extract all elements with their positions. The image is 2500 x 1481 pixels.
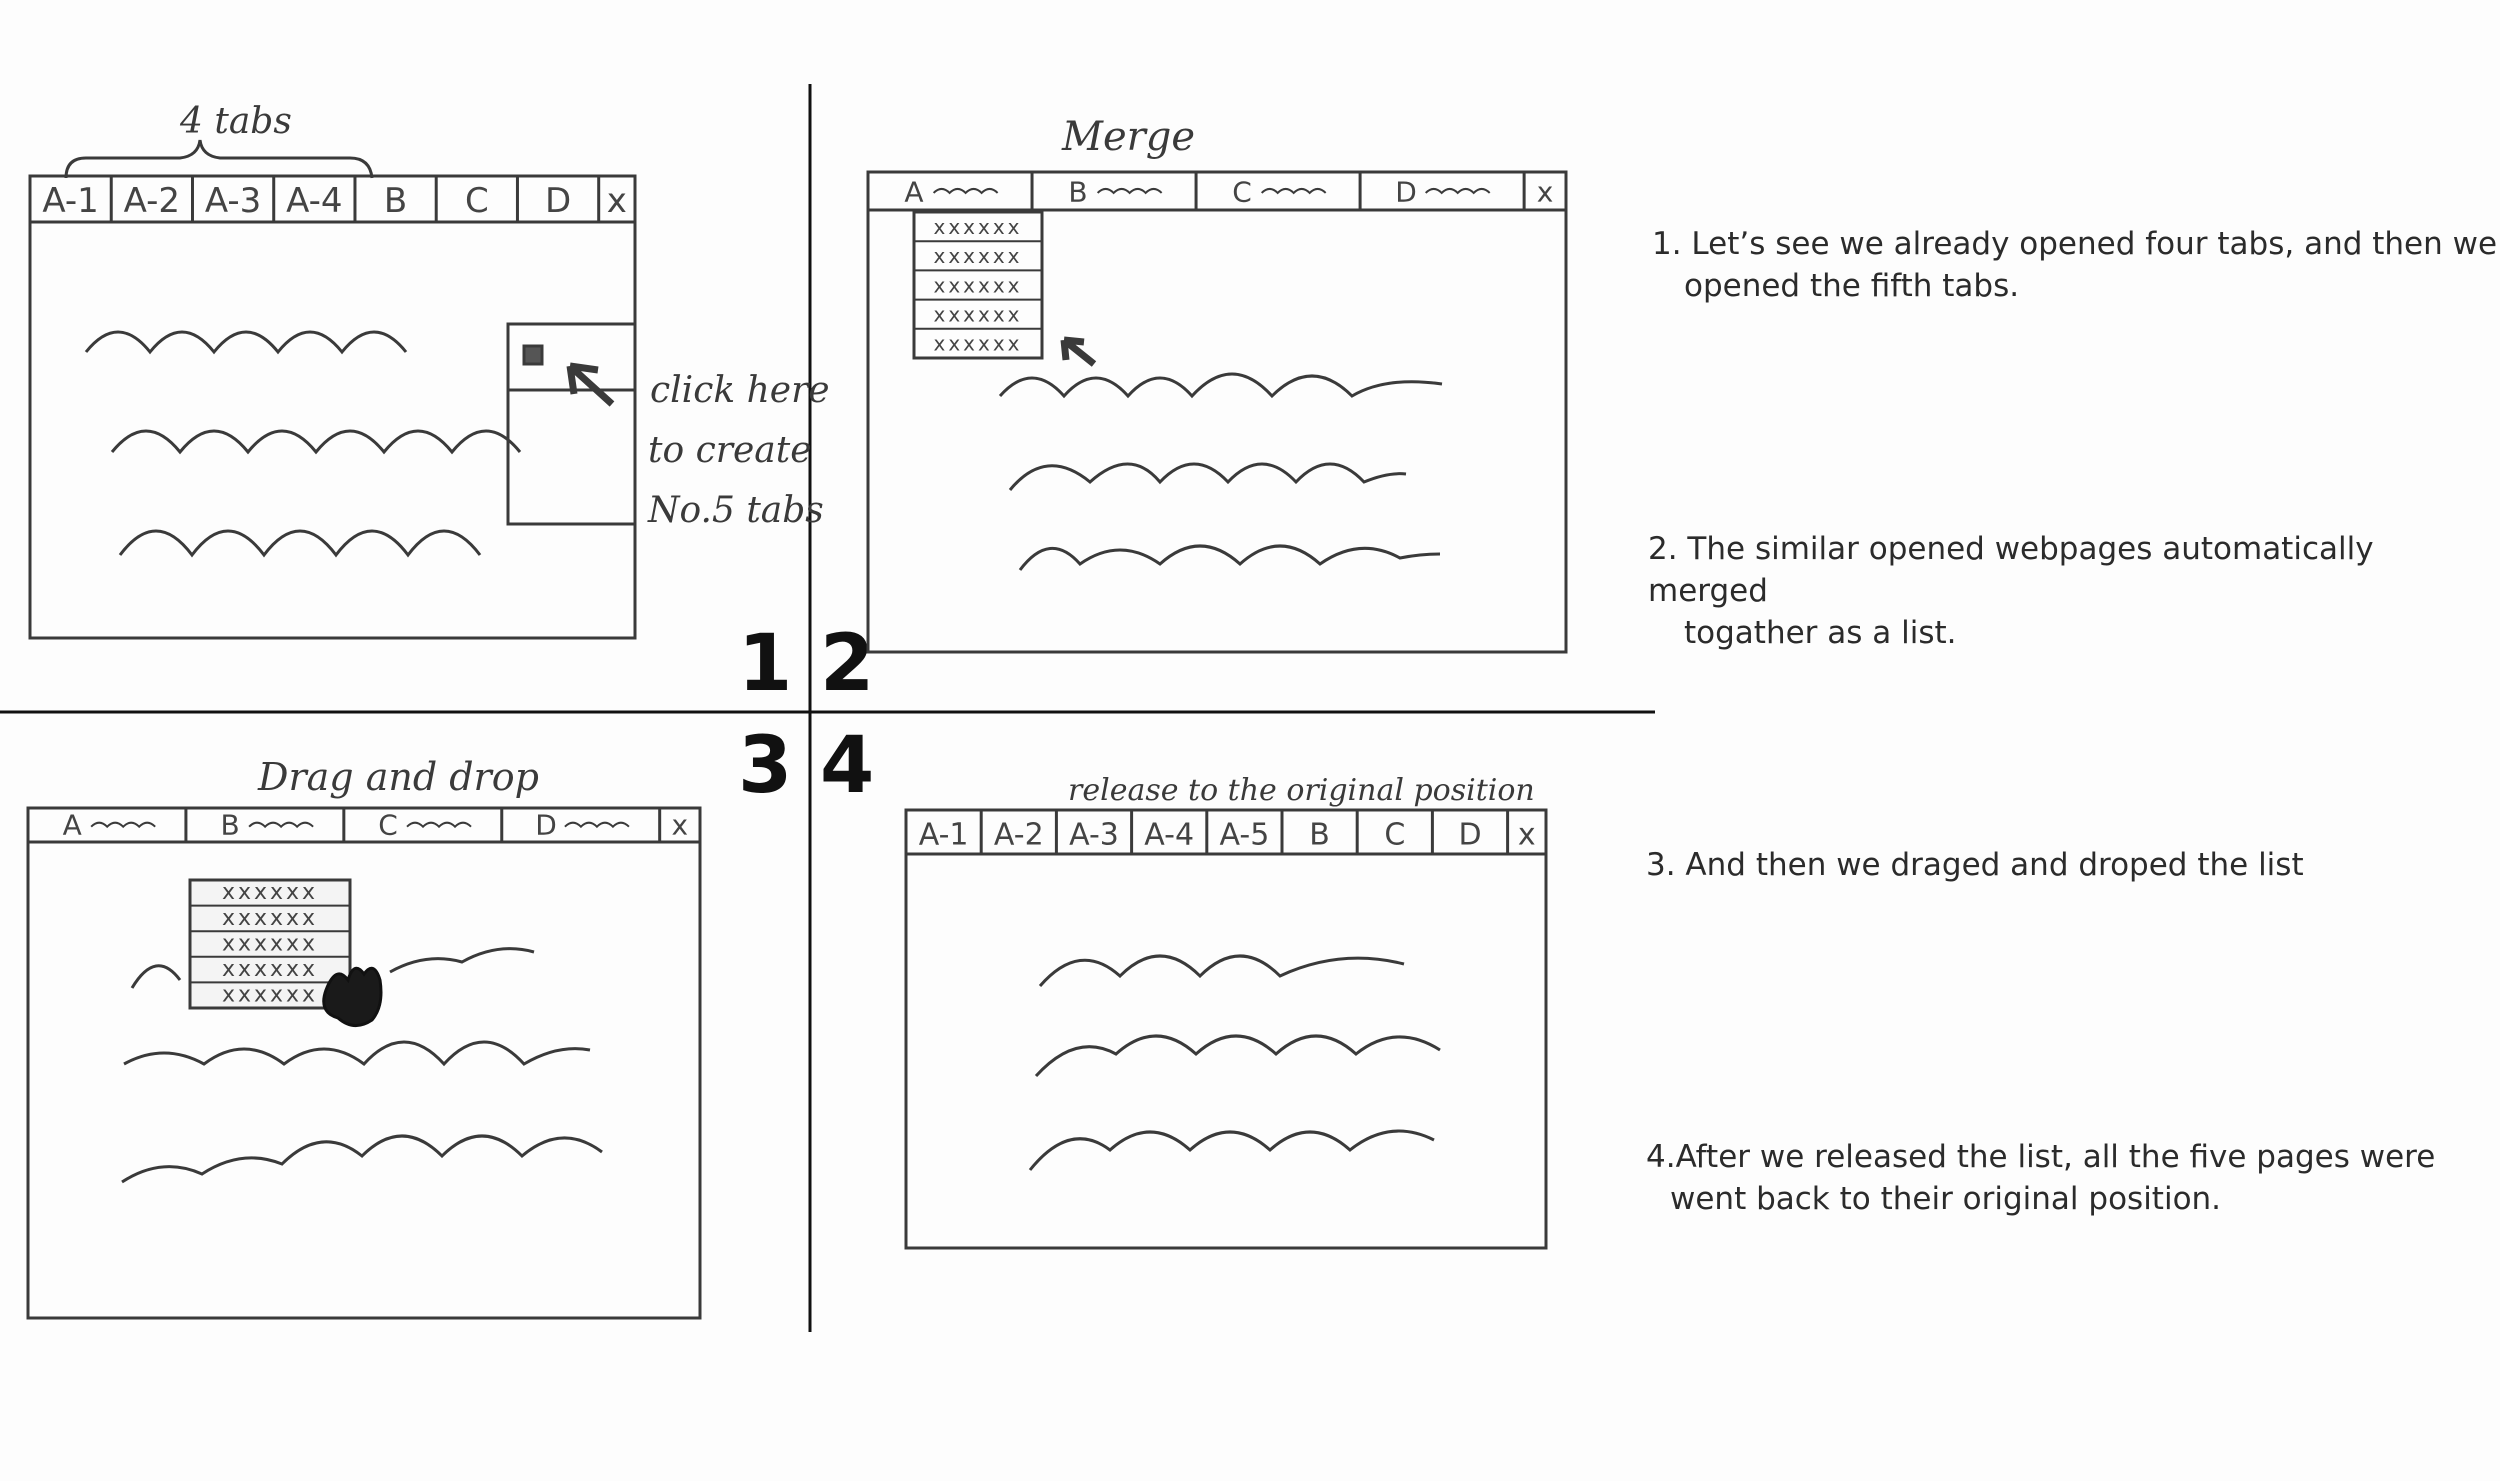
tab-a-2[interactable]: A-2	[124, 181, 180, 221]
note-4-line-2: went back to their original position.	[1670, 1181, 2222, 1217]
tab-b[interactable]: B	[1309, 817, 1330, 852]
content-line	[121, 1134, 603, 1184]
note-3-line-1: 3. And then we draged and droped the lis…	[1646, 847, 2304, 883]
tab-d[interactable]: D	[545, 181, 571, 221]
tab-title-squiggle	[248, 821, 314, 829]
cursor-arrow-icon	[566, 362, 615, 407]
list-item[interactable]: xxxxxx	[933, 303, 1022, 327]
callout-line-3: No.5 tabs	[647, 490, 824, 531]
tab-c[interactable]: C	[378, 809, 398, 842]
tab-title-squiggle	[90, 821, 156, 829]
content-line	[998, 372, 1443, 399]
callout-line-2: to create	[648, 430, 812, 471]
note-1-line-2: opened the fifth tabs.	[1684, 268, 2020, 304]
panel-number-1: 1	[738, 619, 792, 709]
tab-title-squiggle	[406, 821, 472, 829]
tab-c[interactable]: C	[1384, 817, 1405, 852]
tab-d[interactable]: D	[1395, 176, 1417, 209]
tab-title-squiggle	[1260, 187, 1327, 195]
tabs-brace	[64, 139, 374, 179]
close-tab-icon[interactable]: x	[1518, 817, 1536, 852]
panel-3-annotation: Drag and drop	[257, 755, 539, 799]
close-tab-icon[interactable]: x	[607, 181, 627, 221]
tab-a-1[interactable]: A-1	[42, 181, 98, 221]
new-tab-button[interactable]	[522, 344, 544, 366]
list-item[interactable]: xxxxxx	[933, 244, 1022, 268]
note-1-line-1: 1. Let’s see we already opened four tabs…	[1652, 226, 2498, 262]
panel-number-2: 2	[820, 619, 874, 709]
tab-title-squiggle	[1424, 187, 1491, 195]
browser-window-2	[866, 170, 1568, 654]
note-2-line-2: togather as a list.	[1684, 615, 1957, 651]
content-line	[130, 947, 535, 989]
panel-4: release to the original position A-1 A-2 A…	[904, 773, 1548, 1250]
tab-a-3[interactable]: A-3	[205, 181, 261, 221]
tab-title-squiggle	[1096, 187, 1163, 195]
tab-d[interactable]: D	[1458, 817, 1481, 852]
panel-number-4: 4	[820, 721, 874, 811]
tab-a-1[interactable]: A-1	[919, 817, 969, 852]
panel-number-3: 3	[738, 721, 792, 811]
content-line	[1028, 1129, 1435, 1171]
panel-2-annotation: Merge	[1061, 114, 1195, 160]
browser-window-3	[26, 806, 702, 1320]
list-item[interactable]: xxxxxx	[222, 880, 318, 905]
grab-hand-icon	[322, 966, 383, 1027]
note-4: 4.After we released the list, all the fi…	[1646, 1136, 2435, 1220]
note-2: 2. The similar opened webpages automatic…	[1648, 528, 2500, 654]
note-1: 1. Let’s see we already opened four tabs…	[1652, 223, 2497, 307]
tab-d[interactable]: D	[535, 809, 557, 842]
tab-title-squiggle	[564, 821, 630, 829]
list-item[interactable]: xxxxxx	[222, 931, 318, 956]
tab-a-4[interactable]: A-4	[286, 181, 342, 221]
dragged-list[interactable]	[188, 878, 352, 1010]
content-line	[84, 330, 408, 355]
note-3: 3. And then we draged and droped the lis…	[1646, 844, 2304, 886]
tab-a-3[interactable]: A-3	[1069, 817, 1119, 852]
list-item[interactable]: xxxxxx	[222, 906, 318, 931]
tab-c[interactable]: C	[465, 181, 489, 221]
callout-line-1: click here	[650, 370, 830, 411]
tab-c[interactable]: C	[1232, 176, 1252, 209]
cursor-arrow-icon	[1060, 336, 1097, 367]
panel-4-annotation: release to the original position	[1068, 773, 1535, 808]
browser-window-1	[28, 174, 637, 640]
content-line	[1038, 954, 1405, 987]
close-tab-icon[interactable]: x	[672, 809, 689, 842]
list-item[interactable]: xxxxxx	[933, 332, 1022, 356]
list-item[interactable]: xxxxxx	[933, 215, 1022, 239]
list-item[interactable]: xxxxxx	[222, 983, 318, 1008]
content-line	[1034, 1034, 1441, 1078]
list-item[interactable]: xxxxxx	[222, 957, 318, 982]
note-2-line-1: 2. The similar opened webpages automatic…	[1648, 531, 2374, 609]
panel-1-annotation: 4 tabs	[179, 101, 292, 142]
tab-a[interactable]: A	[904, 176, 923, 209]
tab-b[interactable]: B	[1068, 176, 1087, 209]
merged-list[interactable]	[912, 210, 1044, 360]
new-tab-popup	[506, 322, 637, 526]
tab-b[interactable]: B	[384, 181, 407, 221]
content-line	[118, 529, 482, 558]
tab-a-5[interactable]: A-5	[1220, 817, 1270, 852]
content-line	[1018, 544, 1441, 571]
content-line	[123, 1040, 591, 1067]
tab-title-squiggle	[932, 187, 999, 195]
list-item[interactable]: xxxxxx	[933, 273, 1022, 297]
content-line	[1008, 462, 1407, 491]
tab-a-4[interactable]: A-4	[1144, 817, 1194, 852]
tab-b[interactable]: B	[221, 809, 240, 842]
tab-a[interactable]: A	[63, 809, 82, 842]
close-tab-icon[interactable]: x	[1537, 176, 1554, 209]
browser-window-4	[904, 808, 1548, 1250]
tab-a-2[interactable]: A-2	[994, 817, 1044, 852]
content-line	[110, 429, 522, 455]
note-4-line-1: 4.After we released the list, all the fi…	[1646, 1139, 2436, 1175]
